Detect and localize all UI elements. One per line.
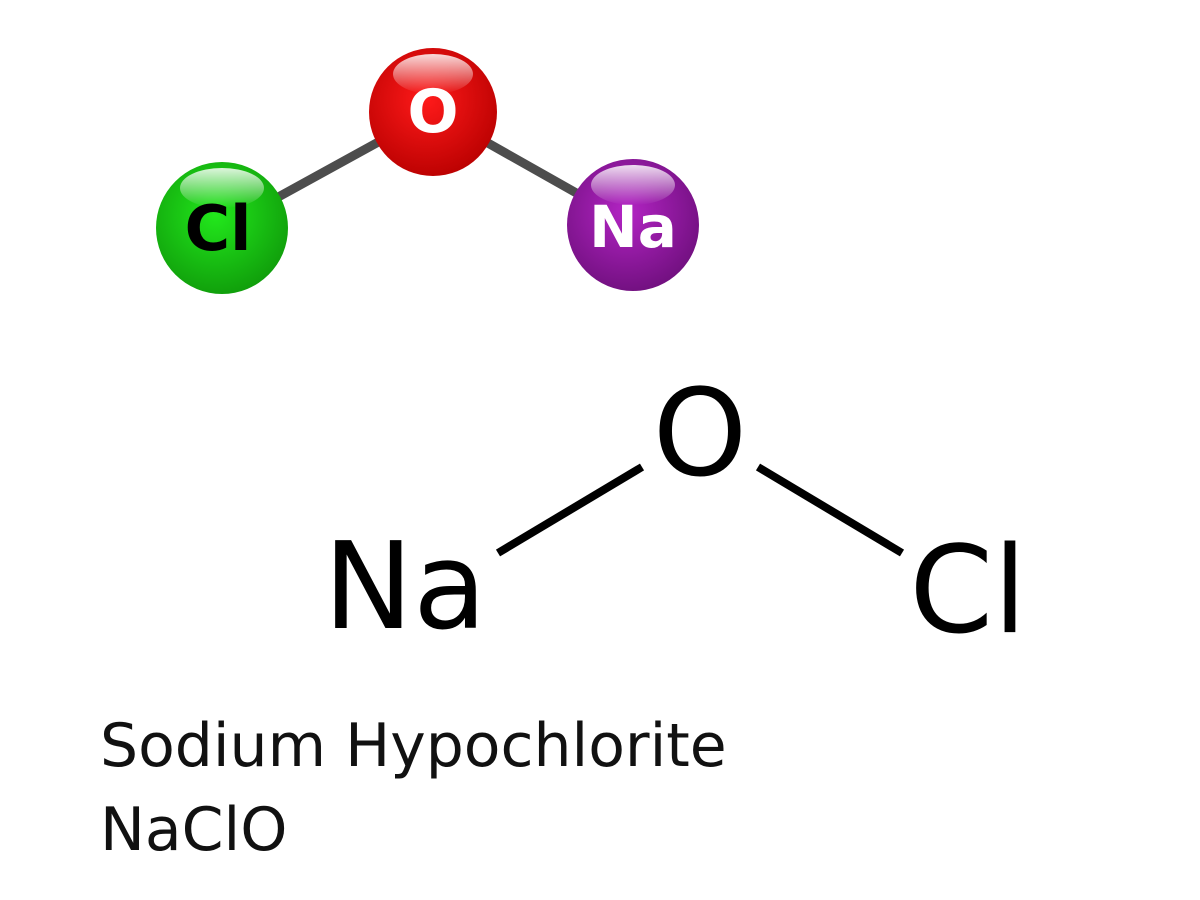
atom-label-na: Na (323, 518, 486, 657)
atom-ball-cl-label: Cl (185, 192, 252, 265)
atom-ball-o-label: O (407, 77, 458, 147)
atom-label-o: O (653, 365, 747, 504)
atom-label-cl: Cl (909, 522, 1026, 661)
bond-o-cl (755, 463, 905, 557)
atom-ball-o: O (369, 48, 497, 176)
ball-and-stick-model: Cl O Na (156, 48, 699, 294)
atom-ball-na-label: Na (589, 193, 677, 261)
chemical-formula: NaClO (100, 795, 288, 865)
structural-formula: Na O Cl (323, 365, 1026, 661)
bond-na-o (495, 463, 645, 557)
compound-name: Sodium Hypochlorite (100, 711, 727, 781)
atom-ball-na: Na (567, 159, 699, 291)
atom-ball-cl: Cl (156, 162, 288, 294)
